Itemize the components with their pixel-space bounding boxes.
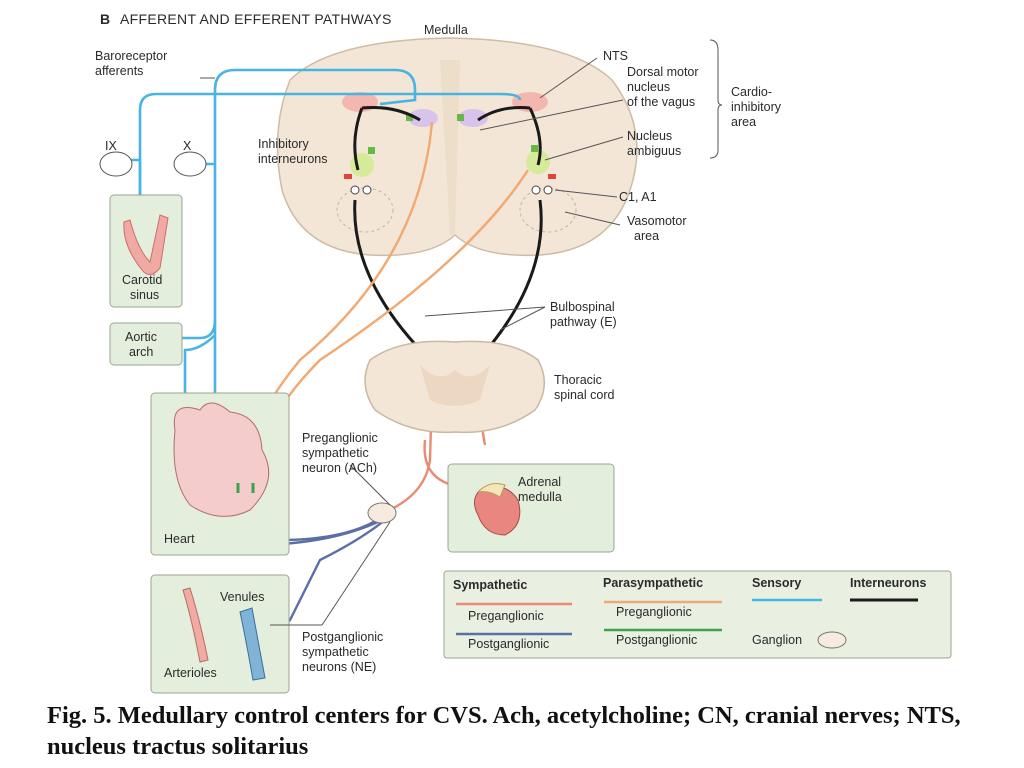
dorsal-motor-label-2: nucleus xyxy=(627,80,670,94)
preganglionic-label-2: sympathetic xyxy=(302,446,369,460)
nerve-x xyxy=(173,151,207,177)
legend-para-pre: Preganglionic xyxy=(616,605,692,619)
bulbospinal-label-1: Bulbospinal xyxy=(550,300,615,314)
leader-lines xyxy=(200,39,723,626)
legend-sensory: Sensory xyxy=(752,576,801,590)
panel-letter: B xyxy=(100,11,110,27)
carotid-label-1: Carotid xyxy=(122,273,162,287)
nucleus-ambiguus-label-1: Nucleus xyxy=(627,129,672,143)
vasomotor-label-1: Vasomotor xyxy=(627,214,687,228)
legend-sympathetic: Sympathetic xyxy=(453,578,527,592)
arterioles-label: Arterioles xyxy=(164,666,217,680)
inhibitory-interneurons-label-2: interneurons xyxy=(258,152,328,166)
carotid-sinus-panel xyxy=(109,194,183,308)
thoracic-label-1: Thoracic xyxy=(554,373,602,387)
cardio-inhibitory-label-2: inhibitory xyxy=(731,100,782,114)
panel-title: AFFERENT AND EFFERENT PATHWAYS xyxy=(120,11,392,27)
cardio-inhibitory-label-1: Cardio- xyxy=(731,85,772,99)
postganglionic-label-2: sympathetic xyxy=(302,645,369,659)
heart-panel xyxy=(150,392,290,556)
dorsal-motor-label-1: Dorsal motor xyxy=(627,65,699,79)
adrenal-label-2: medulla xyxy=(518,490,562,504)
venules-label: Venules xyxy=(220,590,264,604)
legend-parasympathetic: Parasympathetic xyxy=(603,576,703,590)
preganglionic-label-1: Preganglionic xyxy=(302,431,378,445)
thoracic-label-2: spinal cord xyxy=(554,388,614,402)
c1-a1-label: C1, A1 xyxy=(619,190,657,204)
legend-ganglion: Ganglion xyxy=(752,633,802,647)
carotid-label-2: sinus xyxy=(130,288,159,302)
legend-sym-post: Postganglionic xyxy=(468,637,549,651)
medulla-label: Medulla xyxy=(424,23,468,37)
aortic-label-2: arch xyxy=(129,345,153,359)
medulla xyxy=(276,37,638,257)
heart-label: Heart xyxy=(164,532,195,546)
preganglionic-label-3: neuron (ACh) xyxy=(302,461,377,475)
nerve-ix xyxy=(99,151,133,177)
legend xyxy=(443,570,952,659)
postganglionic-label-3: neurons (NE) xyxy=(302,660,376,674)
legend-sym-pre: Preganglionic xyxy=(468,609,544,623)
postganglionic-label-1: Postganglionic xyxy=(302,630,383,644)
thoracic-spinal-cord xyxy=(364,340,545,434)
figure-caption: Fig. 5. Medullary control centers for CV… xyxy=(47,702,961,760)
vasomotor-label-2: area xyxy=(634,229,659,243)
legend-interneurons: Interneurons xyxy=(850,576,926,590)
legend-para-post: Postganglionic xyxy=(616,633,697,647)
vessels-panel xyxy=(150,574,290,694)
aortic-arch-panel xyxy=(109,322,183,366)
baroreceptor-label-1: Baroreceptor xyxy=(95,49,167,63)
adrenal-panel xyxy=(447,463,615,553)
dorsal-motor-label-3: of the vagus xyxy=(627,95,695,109)
baroreceptor-label-2: afferents xyxy=(95,64,143,78)
nerve-x-label: X xyxy=(183,139,192,153)
nucleus-ambiguus-label-2: ambiguus xyxy=(627,144,681,158)
bulbospinal-label-2: pathway (E) xyxy=(550,315,617,329)
inhibitory-interneurons-label-1: Inhibitory xyxy=(258,137,309,151)
aortic-label-1: Aortic xyxy=(125,330,157,344)
adrenal-label-1: Adrenal xyxy=(518,475,561,489)
nerve-ix-label: IX xyxy=(105,139,117,153)
ganglion xyxy=(367,502,397,524)
nts-label: NTS xyxy=(603,49,628,63)
cardio-inhibitory-label-3: area xyxy=(731,115,756,129)
